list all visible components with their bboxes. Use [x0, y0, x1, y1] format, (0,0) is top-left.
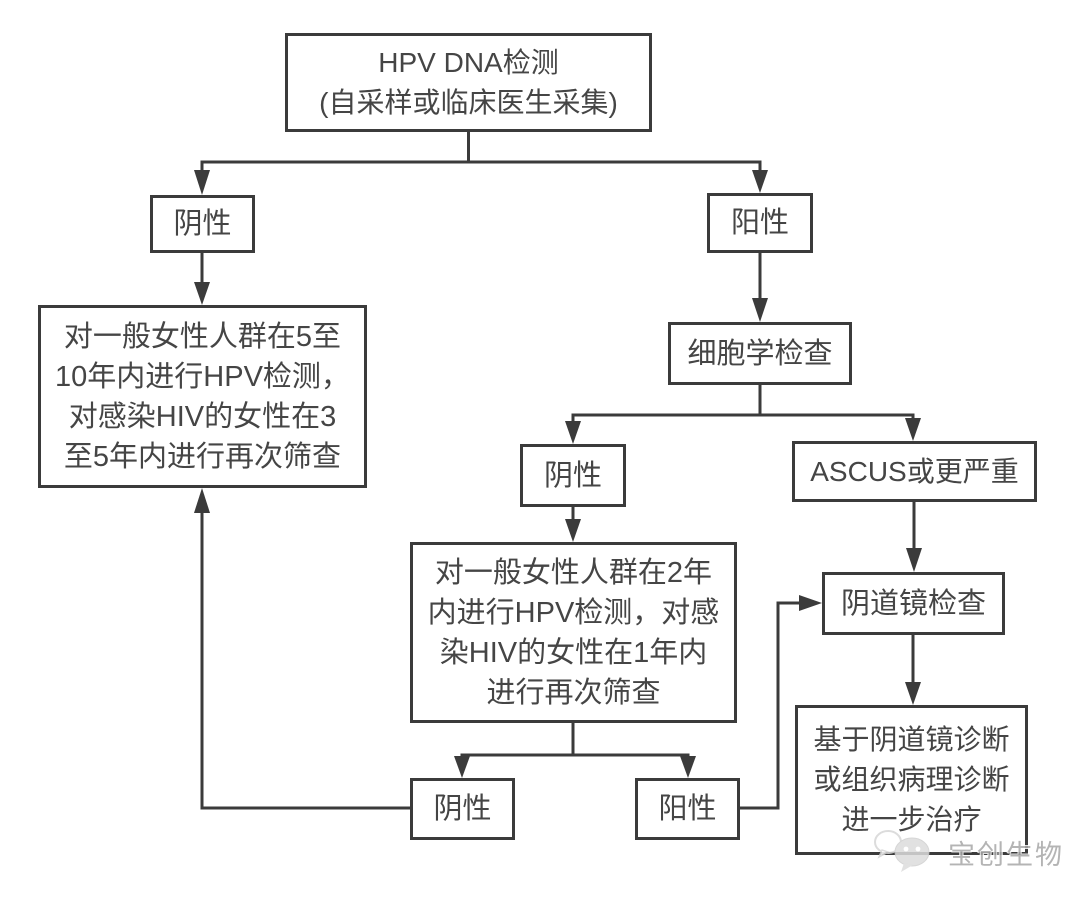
node-rescreen-positive: 阳性 [635, 778, 740, 840]
arrowhead-to-ascus [905, 418, 921, 441]
node-cytology-label: 细胞学检查 [687, 337, 833, 370]
node-cytology-ascus: ASCUS或更严重 [792, 441, 1037, 502]
node-hpv-negative-label: 阴性 [173, 208, 232, 240]
node-short-rescreen: 对一般女性人群在2年 内进行HPV检测，对感 染HIV的女性在1年内 进行再次筛… [410, 542, 737, 723]
arrowhead-to-hpv-negative [194, 170, 210, 195]
node-cytology-negative-label: 阴性 [543, 459, 602, 492]
node-routine-rescreen: 对一般女性人群在5至 10年内进行HPV检测， 对感染HIV的女性在3 至5年内… [38, 305, 367, 488]
node-short-rescreen-label: 对一般女性人群在2年 内进行HPV检测，对感 染HIV的女性在1年内 进行再次筛… [427, 556, 720, 709]
node-hpv-negative: 阴性 [150, 195, 255, 253]
arrowhead-to-cytology-negative [565, 421, 581, 444]
node-rescreen-negative: 阴性 [410, 778, 515, 840]
arrowhead-to-rescreen-negative [454, 756, 470, 778]
connector-shortrescreen-split [460, 723, 690, 758]
node-hpv-dna-test: HPV DNA检测 (自采样或临床医生采集) [285, 33, 652, 132]
connector-negative-loopback [200, 512, 410, 810]
node-colposcopy: 阴道镜检查 [822, 572, 1005, 635]
connector-cytology-split [571, 385, 915, 423]
node-rescreen-positive-label: 阳性 [658, 793, 717, 825]
arrowhead-to-routine-rescreen [194, 282, 210, 305]
watermark-text: 宝创生物 [948, 839, 1064, 870]
node-hpv-positive-label: 阳性 [730, 207, 789, 239]
arrowhead-loopback-up [194, 488, 210, 513]
arrowhead-to-cytology [752, 298, 768, 322]
wechat-icon [874, 830, 930, 872]
arrowhead-to-short-rescreen [565, 519, 581, 542]
arrowhead-ascus-to-colposcopy [906, 548, 922, 572]
node-cytology: 细胞学检查 [668, 322, 852, 385]
node-hpv-dna-test-label: HPV DNA检测 (自采样或临床医生采集) [319, 46, 618, 118]
connector-positive-to-colposcopy [740, 601, 801, 810]
node-cytology-negative: 阴性 [520, 444, 626, 507]
node-rescreen-negative-label: 阴性 [433, 793, 492, 825]
arrowhead-to-rescreen-positive [680, 756, 696, 778]
node-routine-rescreen-label: 对一般女性人群在5至 10年内进行HPV检测， 对感染HIV的女性在3 至5年内… [55, 320, 350, 473]
connector-root-split [200, 131, 762, 172]
node-hpv-positive: 阳性 [707, 193, 813, 253]
watermark: 宝创生物 [872, 826, 1064, 878]
node-treatment-label: 基于阴道镜诊断 或组织病理诊断 进一步治疗 [813, 724, 1010, 835]
arrowhead-to-treatment [905, 682, 921, 705]
node-treatment: 基于阴道镜诊断 或组织病理诊断 进一步治疗 [795, 705, 1028, 855]
node-colposcopy-label: 阴道镜检查 [840, 587, 986, 620]
node-cytology-ascus-label: ASCUS或更严重 [810, 455, 1019, 487]
arrowhead-to-hpv-positive [752, 170, 768, 193]
arrowhead-right-to-colposcopy [799, 595, 822, 611]
